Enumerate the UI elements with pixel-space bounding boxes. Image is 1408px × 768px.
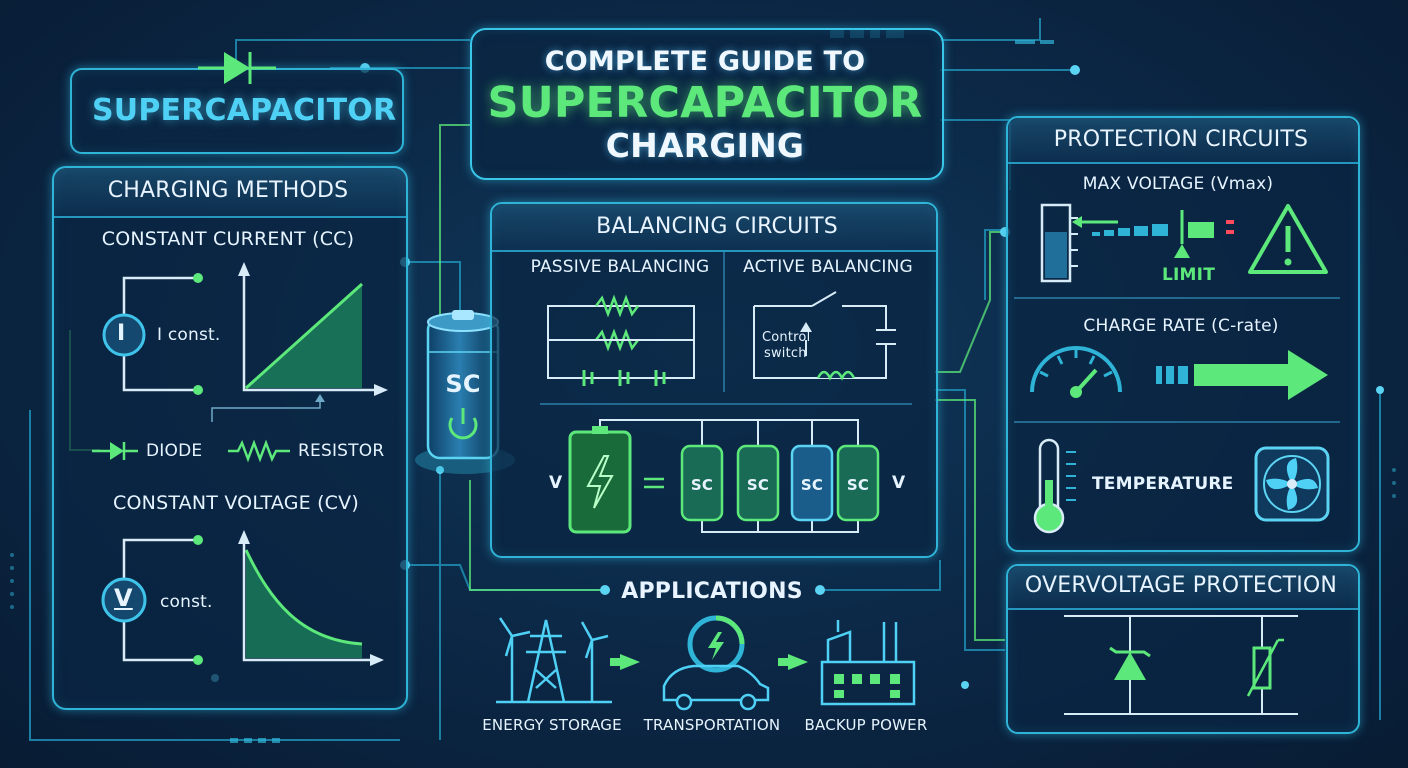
application-backup-power: BACKUP POWER — [804, 716, 928, 734]
series-cell-1: SC — [690, 476, 714, 494]
balancing-v-right: V — [892, 473, 906, 493]
diode-label: DIODE — [146, 441, 203, 461]
center-cap-label: SC — [445, 370, 481, 398]
cc-symbol: I — [117, 321, 126, 346]
charge-rate-label: CHARGE RATE (C-rate) — [1083, 316, 1279, 336]
title-panel — [470, 28, 944, 180]
limit-label: LIMIT — [1162, 265, 1215, 285]
cc-label: I const. — [157, 325, 221, 345]
control-switch-line-2: switch — [764, 346, 807, 361]
cv-title: CONSTANT VOLTAGE (CV) — [113, 492, 359, 514]
active-balancing-label: ACTIVE BALANCING — [743, 257, 913, 277]
overvoltage-heading: OVERVOLTAGE PROTECTION — [1024, 573, 1338, 598]
title-line-1: COMPLETE GUIDE TO — [544, 46, 866, 77]
logo-label: SUPERCAPACITOR — [92, 93, 397, 128]
control-switch-line-1: Control — [762, 330, 811, 345]
title-line-3: CHARGING — [605, 126, 805, 165]
resistor-label: RESISTOR — [298, 441, 385, 461]
temperature-label: TEMPERATURE — [1092, 474, 1234, 494]
passive-balancing-label: PASSIVE BALANCING — [530, 257, 710, 277]
title-line-2: SUPERCAPACITOR — [487, 78, 923, 128]
overvoltage-panel — [1006, 564, 1360, 734]
cv-symbol: V — [114, 584, 133, 612]
cv-label: const. — [160, 592, 213, 612]
max-voltage-label: MAX VOLTAGE (Vmax) — [1082, 174, 1274, 194]
balancing-heading: BALANCING CIRCUITS — [596, 214, 838, 239]
application-energy-storage: ENERGY STORAGE — [482, 716, 622, 734]
series-cell-2: SC — [746, 476, 770, 494]
application-transportation: TRANSPORTATION — [643, 716, 781, 734]
applications-heading: APPLICATIONS — [621, 579, 803, 604]
series-cell-4: SC — [846, 476, 870, 494]
protection-heading: PROTECTION CIRCUITS — [1053, 127, 1309, 152]
series-cell-3: SC — [800, 476, 824, 494]
cc-title: CONSTANT CURRENT (CC) — [101, 228, 355, 250]
charging-methods-heading: CHARGING METHODS — [107, 178, 349, 203]
charging-methods-panel — [52, 166, 408, 710]
balancing-v-left: V — [549, 473, 563, 493]
